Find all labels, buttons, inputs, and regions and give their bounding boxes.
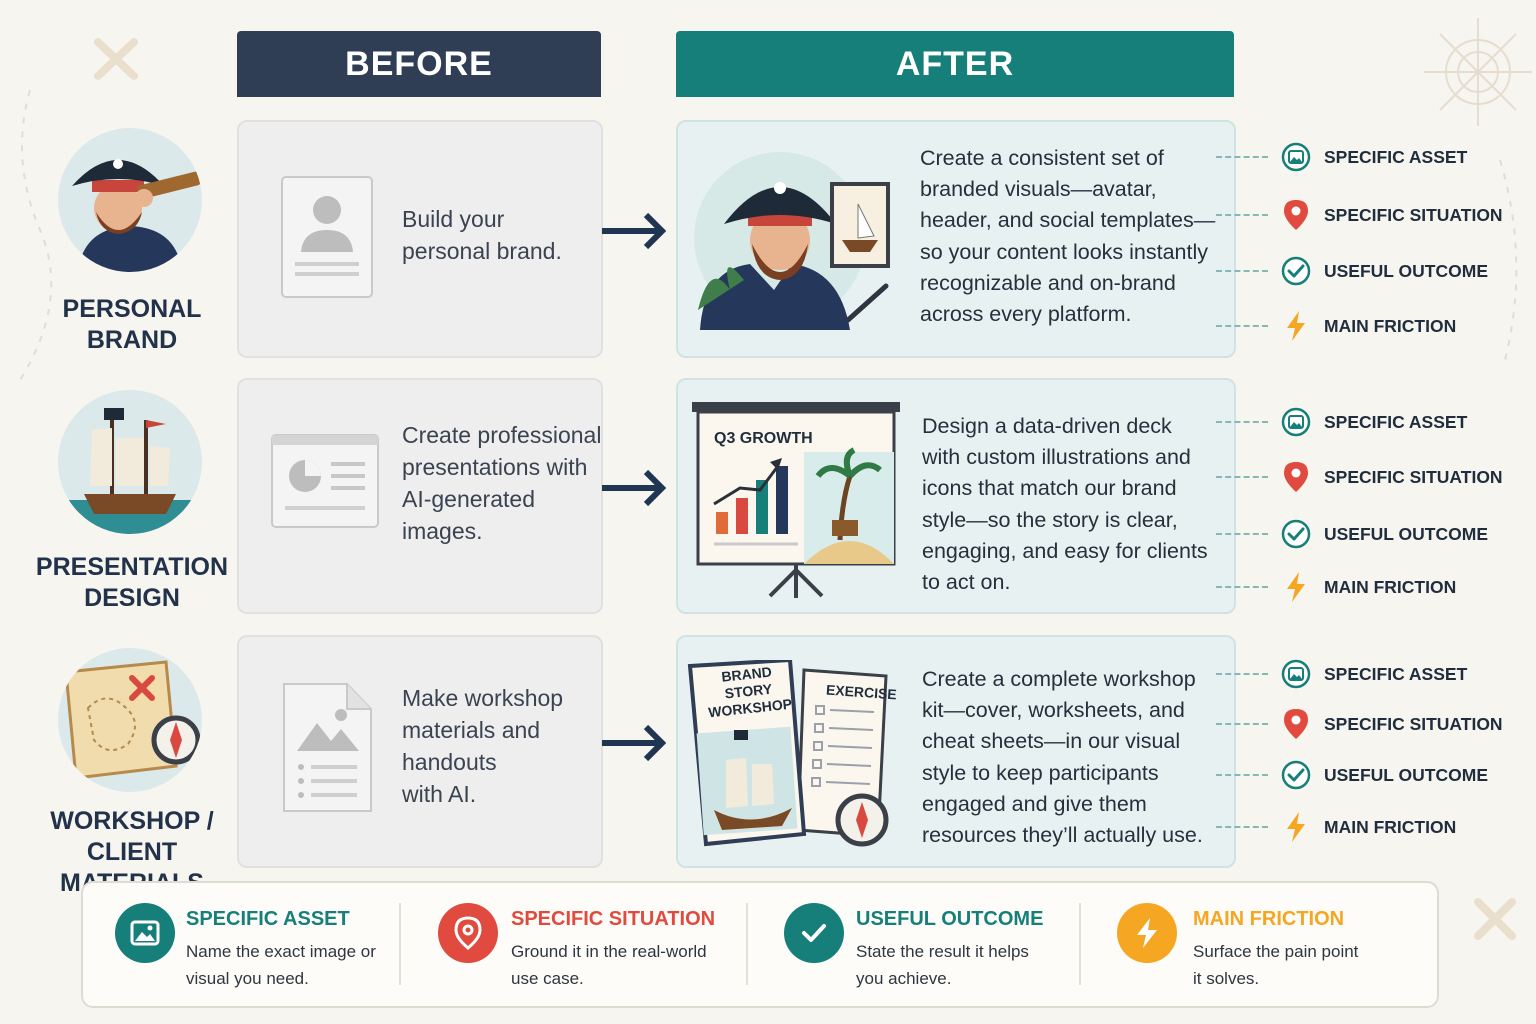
pirate-ship-illustration	[58, 390, 202, 534]
dashed-connector	[1216, 156, 1268, 158]
tag-label: USEFUL OUTCOME	[1324, 764, 1488, 785]
image-icon	[1280, 658, 1312, 690]
tag-label: MAIN FRICTION	[1324, 315, 1457, 336]
dashed-connector	[1216, 476, 1268, 478]
location-pin-icon	[1280, 199, 1312, 231]
slide-title: Q3 GROWTH	[714, 430, 813, 447]
tag-label: SPECIFIC SITUATION	[1324, 466, 1503, 487]
dashed-connector	[1216, 214, 1268, 216]
tag-row: MAIN FRICTION	[1216, 812, 1456, 842]
compass-rose-icon	[1424, 18, 1532, 126]
check-circle-icon	[1280, 255, 1312, 287]
tag-label: USEFUL OUTCOME	[1324, 260, 1488, 281]
location-pin-icon	[1280, 708, 1312, 740]
before-header: BEFORE	[237, 31, 601, 97]
dashed-connector	[1216, 325, 1268, 327]
legend-title: SPECIFIC SITUATION	[511, 908, 716, 930]
tag-row: SPECIFIC ASSET	[1216, 659, 1467, 689]
tag-row: SPECIFIC SITUATION	[1216, 709, 1503, 739]
dashed-connector	[1216, 826, 1268, 828]
presentation-slide-icon	[271, 434, 381, 535]
lightning-icon	[1280, 310, 1312, 342]
tag-row: MAIN FRICTION	[1216, 311, 1456, 341]
tag-row: USEFUL OUTCOME	[1216, 256, 1488, 286]
dashed-connector	[1216, 586, 1268, 588]
tag-label: SPECIFIC SITUATION	[1324, 204, 1503, 225]
check-circle-icon	[784, 903, 844, 963]
tag-row: SPECIFIC SITUATION	[1216, 200, 1503, 230]
tag-row: MAIN FRICTION	[1216, 572, 1456, 602]
tag-row: SPECIFIC ASSET	[1216, 407, 1467, 437]
dashed-connector	[1216, 673, 1268, 675]
tag-label: SPECIFIC SITUATION	[1324, 713, 1503, 734]
treasure-map-illustration	[58, 648, 202, 792]
arrow-right-icon	[602, 212, 667, 250]
divider	[746, 903, 748, 985]
presentation-screen-illustration	[690, 400, 902, 605]
tag-label: SPECIFIC ASSET	[1324, 411, 1468, 432]
dashed-connector	[1216, 533, 1268, 535]
tag-row: SPECIFIC SITUATION	[1216, 462, 1503, 492]
check-circle-icon	[1280, 518, 1312, 550]
dashed-connector	[1216, 270, 1268, 272]
legend-title: USEFUL OUTCOME	[856, 908, 1044, 930]
legend-title: SPECIFIC ASSET	[186, 908, 350, 930]
after-header: AFTER	[676, 31, 1234, 97]
tag-row: SPECIFIC ASSET	[1216, 142, 1467, 172]
arrow-right-icon	[602, 724, 667, 762]
lightning-icon	[1280, 811, 1312, 843]
tag-label: SPECIFIC ASSET	[1324, 663, 1468, 684]
tag-label: MAIN FRICTION	[1324, 816, 1457, 837]
location-pin-icon	[438, 903, 498, 963]
dashed-connector	[1216, 774, 1268, 776]
tag-row: USEFUL OUTCOME	[1216, 760, 1488, 790]
legend-title: MAIN FRICTION	[1193, 908, 1345, 930]
workshop-kit-illustration	[686, 657, 906, 859]
image-icon	[1280, 406, 1312, 438]
tag-label: MAIN FRICTION	[1324, 576, 1457, 597]
image-icon	[115, 903, 175, 963]
dashed-connector	[1216, 723, 1268, 725]
divider	[399, 903, 401, 985]
dashed-connector	[1216, 421, 1268, 423]
profile-document-icon	[281, 176, 373, 303]
lightning-icon	[1280, 571, 1312, 603]
lightning-icon	[1117, 903, 1177, 963]
branded-pirate-illustration	[690, 140, 900, 335]
divider	[1079, 903, 1081, 985]
image-icon	[1280, 141, 1312, 173]
check-circle-icon	[1280, 759, 1312, 791]
pirate-spyglass-illustration	[58, 128, 202, 272]
x-mark-icon	[94, 38, 138, 80]
arrow-right-icon	[602, 469, 667, 507]
location-pin-icon	[1280, 461, 1312, 493]
tag-row: USEFUL OUTCOME	[1216, 519, 1488, 549]
tag-label: SPECIFIC ASSET	[1324, 146, 1468, 167]
x-mark-icon	[1474, 898, 1516, 940]
image-document-icon	[283, 683, 373, 818]
tag-label: USEFUL OUTCOME	[1324, 523, 1488, 544]
